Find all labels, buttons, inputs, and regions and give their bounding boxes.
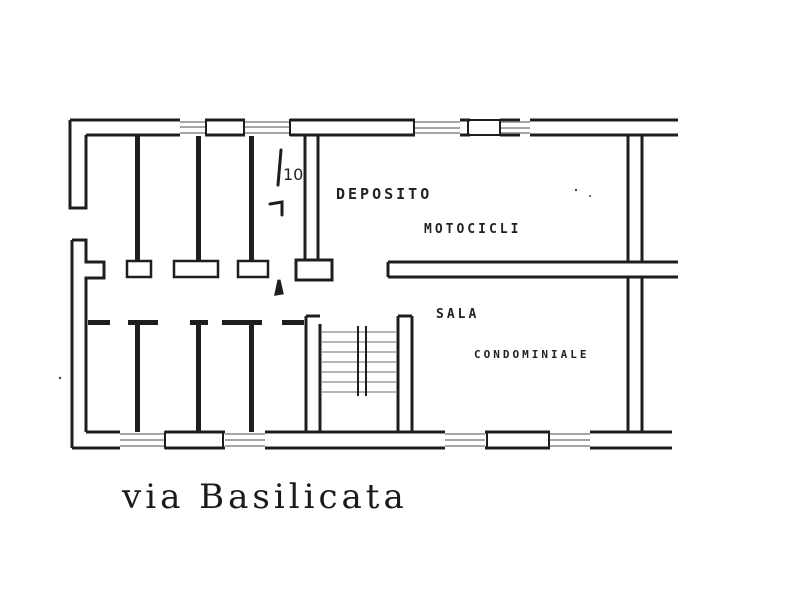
window-frames	[164, 119, 550, 449]
staircase	[322, 326, 396, 396]
left-wall-lower	[70, 238, 106, 448]
pillar-1	[125, 259, 153, 279]
partition-upper-1	[135, 136, 140, 261]
partition-lower-1	[135, 322, 140, 432]
street-label: via Basilicata	[121, 477, 408, 517]
wall-openings	[120, 121, 590, 447]
opening-top-1	[180, 121, 205, 134]
opening-bottom-2	[225, 433, 265, 447]
cellar-partitions	[88, 136, 304, 432]
left-wall-upper	[68, 120, 88, 210]
pillar-bases	[125, 259, 270, 279]
drop-mark	[274, 279, 284, 296]
stair-wall-right	[396, 314, 414, 432]
door-head-4	[222, 320, 262, 325]
partition-lower-2	[196, 322, 201, 432]
deposito-left-pillar	[294, 258, 334, 282]
speck	[574, 188, 578, 192]
opening-top-4	[500, 121, 530, 134]
middle-wall	[386, 260, 678, 279]
right-wall-upper	[626, 135, 644, 262]
right-wall-lower	[626, 277, 644, 432]
room-label-sala: SALA	[436, 307, 479, 322]
pillar-2	[172, 259, 220, 279]
opening-bottom-1	[120, 433, 165, 447]
door-head-3	[190, 320, 208, 325]
partition-upper-3	[249, 136, 254, 261]
speck	[589, 195, 591, 197]
room-label-deposito: DEPOSITO	[336, 185, 432, 203]
window-top-2	[289, 119, 415, 136]
opening-top-2	[245, 121, 290, 134]
window-bottom-2	[486, 431, 550, 449]
stair-wall-left	[304, 314, 322, 432]
room-label-motocicli: MOTOCICLI	[424, 222, 521, 237]
window-top-1	[205, 119, 245, 136]
opening-bottom-4	[550, 433, 590, 447]
arrow-tick	[268, 200, 284, 217]
partition-lower-3	[249, 322, 254, 432]
door-head-5	[282, 320, 304, 325]
room-label-condominiale: CONDOMINIALE	[474, 348, 589, 361]
door-head-2	[128, 320, 158, 325]
speck	[58, 376, 62, 380]
outer-walls	[68, 118, 678, 450]
window-bottom-1	[164, 431, 224, 449]
opening-bottom-3	[445, 433, 485, 447]
annotation-number: 10	[283, 165, 303, 184]
deposito-left-wall	[303, 135, 320, 260]
hand-marks	[268, 148, 284, 296]
arrow-stroke	[276, 148, 283, 187]
opening-top-3	[415, 121, 460, 134]
window-top-3	[467, 119, 501, 136]
scan-specks	[58, 188, 591, 380]
door-head-1	[88, 320, 110, 325]
pillar-3	[236, 259, 270, 279]
central-walls	[294, 135, 678, 432]
partition-upper-2	[196, 136, 201, 261]
